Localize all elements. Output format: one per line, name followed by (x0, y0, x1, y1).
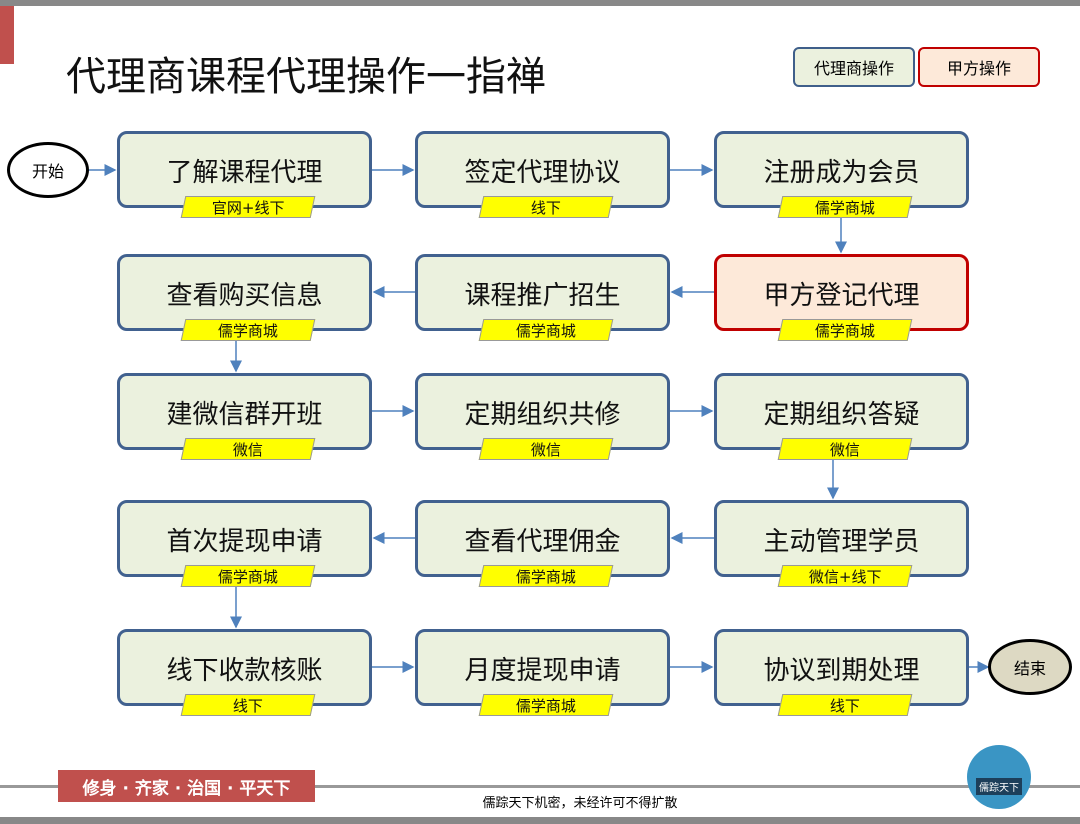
step-label: 课程推广招生 (464, 281, 621, 311)
step-channel: 儒学商城 (515, 696, 576, 715)
step-channel-tag: 线下 (478, 196, 614, 218)
logo-text: 儒踪天下 (976, 778, 1022, 795)
step-channel-tag: 儒学商城 (478, 694, 614, 716)
step-label: 月度提现申请 (464, 656, 621, 686)
step-label: 定期组织共修 (464, 400, 621, 430)
step-channel: 儒学商城 (515, 321, 576, 340)
step-label: 了解课程代理 (166, 158, 323, 188)
step-label: 签定代理协议 (464, 158, 621, 188)
step-channel: 线下 (232, 696, 263, 715)
step-channel-tag: 儒学商城 (777, 196, 913, 218)
step-channel-tag: 微信 (478, 438, 614, 460)
step-channel: 线下 (530, 198, 561, 217)
confidential-notice: 儒踪天下机密，未经许可不得扩散 (482, 796, 678, 811)
step-label: 甲方登记代理 (763, 281, 920, 311)
flow-step: 线下收款核账线下 (117, 629, 372, 716)
flow-step: 签定代理协议线下 (415, 131, 670, 218)
step-channel: 微信 (829, 440, 860, 459)
step-label: 建微信群开班 (166, 400, 323, 430)
flow-step: 课程推广招生儒学商城 (415, 254, 670, 341)
end-node: 结束 (988, 639, 1072, 695)
step-label: 注册成为会员 (763, 158, 920, 188)
step-channel: 微信+线下 (808, 567, 882, 586)
step-channel: 儒学商城 (814, 321, 875, 340)
step-label: 查看购买信息 (166, 281, 323, 311)
step-label: 首次提现申请 (166, 527, 323, 557)
flow-step: 首次提现申请儒学商城 (117, 500, 372, 587)
flow-step: 甲方登记代理儒学商城 (714, 254, 969, 341)
flow-step: 月度提现申请儒学商城 (415, 629, 670, 716)
step-channel-tag: 儒学商城 (777, 319, 913, 341)
flow-step: 查看代理佣金儒学商城 (415, 500, 670, 587)
flow-step: 注册成为会员儒学商城 (714, 131, 969, 218)
legend-party: 甲方操作 (918, 47, 1040, 87)
step-channel: 官网+线下 (211, 198, 285, 217)
flow-step: 建微信群开班微信 (117, 373, 372, 460)
step-channel: 儒学商城 (515, 567, 576, 586)
step-label: 协议到期处理 (763, 656, 920, 686)
step-channel-tag: 线下 (180, 694, 316, 716)
brand-logo: 儒踪天下 (967, 745, 1031, 809)
flow-step: 了解课程代理官网+线下 (117, 131, 372, 218)
step-channel-tag: 微信 (777, 438, 913, 460)
accent-mark (0, 6, 14, 64)
step-channel: 线下 (829, 696, 860, 715)
step-channel-tag: 儒学商城 (478, 319, 614, 341)
step-channel-tag: 官网+线下 (180, 196, 316, 218)
step-channel-tag: 线下 (777, 694, 913, 716)
step-channel-tag: 儒学商城 (180, 565, 316, 587)
step-channel-tag: 儒学商城 (180, 319, 316, 341)
step-channel: 微信 (232, 440, 263, 459)
footer-line (0, 785, 1080, 788)
step-channel: 儒学商城 (217, 321, 278, 340)
step-label: 主动管理学员 (763, 527, 920, 557)
step-channel: 儒学商城 (217, 567, 278, 586)
start-node: 开始 (7, 142, 89, 198)
legend-agent: 代理商操作 (793, 47, 915, 87)
flow-step: 协议到期处理线下 (714, 629, 969, 716)
step-label: 定期组织答疑 (763, 400, 920, 430)
bottom-bar (0, 817, 1080, 824)
step-channel-tag: 微信+线下 (777, 565, 913, 587)
flow-step: 主动管理学员微信+线下 (714, 500, 969, 587)
step-channel: 微信 (530, 440, 561, 459)
flow-step: 定期组织答疑微信 (714, 373, 969, 460)
flow-step: 查看购买信息儒学商城 (117, 254, 372, 341)
step-channel-tag: 儒学商城 (478, 565, 614, 587)
top-bar (0, 0, 1080, 6)
page-title: 代理商课程代理操作一指禅 (66, 54, 546, 100)
flow-step: 定期组织共修微信 (415, 373, 670, 460)
footer-motto: 修身 · 齐家 · 治国 · 平天下 (58, 770, 315, 802)
step-label: 线下收款核账 (166, 656, 323, 686)
step-channel: 儒学商城 (814, 198, 875, 217)
step-channel-tag: 微信 (180, 438, 316, 460)
step-label: 查看代理佣金 (464, 527, 621, 557)
